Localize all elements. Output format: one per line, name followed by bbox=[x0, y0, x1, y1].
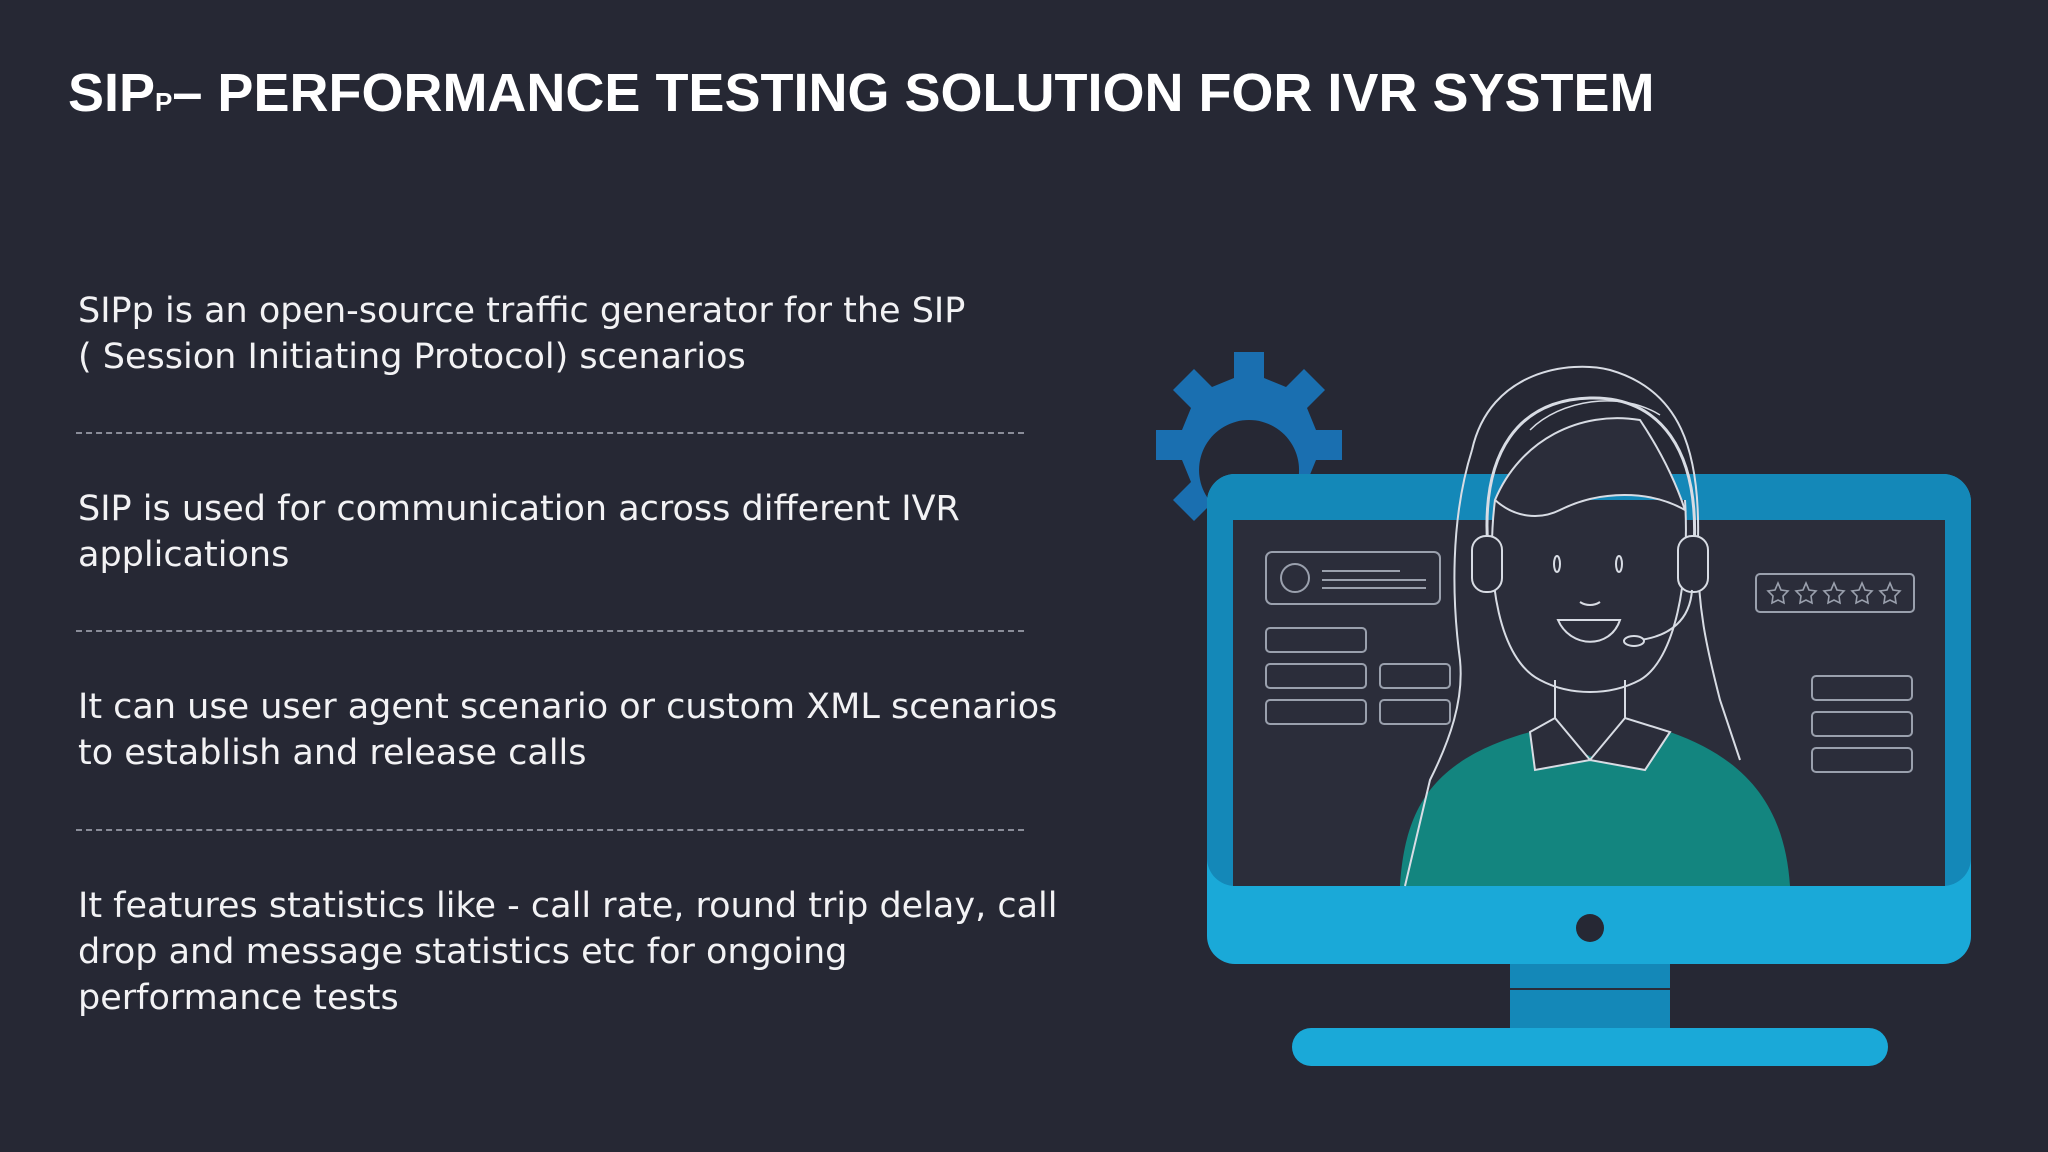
support-agent bbox=[1400, 365, 1790, 887]
divider bbox=[76, 432, 1024, 434]
screen-field bbox=[1811, 711, 1913, 737]
bullet-line: SIPp is an open-source traffic generator… bbox=[78, 291, 966, 331]
bullet-item-3: It can use user agent scenario or custom… bbox=[78, 684, 1058, 776]
title-small-p: P bbox=[155, 87, 173, 117]
screen-field bbox=[1379, 699, 1451, 725]
rating-box bbox=[1755, 573, 1915, 613]
monitor-base bbox=[1292, 1028, 1888, 1066]
monitor-neck bbox=[1510, 960, 1670, 1030]
title-rest: – PERFORMANCE TESTING SOLUTION FOR IVR S… bbox=[172, 63, 1655, 123]
screen-field bbox=[1265, 699, 1367, 725]
bullet-line: applications bbox=[78, 535, 290, 575]
bullet-line: to establish and release calls bbox=[78, 733, 587, 773]
bullet-line: It can use user agent scenario or custom… bbox=[78, 687, 1058, 727]
divider bbox=[76, 829, 1024, 831]
bullet-line: SIP is used for communication across dif… bbox=[78, 489, 960, 529]
star-icon bbox=[1850, 580, 1874, 605]
screen-field bbox=[1379, 663, 1451, 689]
screen-field bbox=[1265, 663, 1367, 689]
bullet-item-4: It features statistics like - call rate,… bbox=[78, 883, 1058, 1021]
screen-field bbox=[1811, 675, 1913, 701]
star-icon bbox=[1822, 580, 1846, 605]
rating-stars bbox=[1766, 580, 1902, 605]
title-prefix: SIP bbox=[68, 63, 156, 123]
agent-shirt bbox=[1400, 732, 1790, 886]
bullet-line: performance tests bbox=[78, 978, 399, 1018]
monitor-neck-divider bbox=[1510, 988, 1670, 990]
screen-field bbox=[1265, 627, 1367, 653]
bullet-line: ( Session Initiating Protocol) scenarios bbox=[78, 337, 746, 377]
bullet-item-2: SIP is used for communication across dif… bbox=[78, 486, 1058, 578]
support-agent-illustration bbox=[1156, 352, 1971, 1066]
star-icon bbox=[1878, 580, 1902, 605]
slide-title: SIPP– PERFORMANCE TESTING SOLUTION FOR I… bbox=[68, 62, 1655, 124]
bullet-item-1: SIPp is an open-source traffic generator… bbox=[78, 288, 1058, 380]
headset-icon bbox=[1485, 396, 1697, 551]
profile-card bbox=[1265, 551, 1441, 605]
user-avatar-icon bbox=[1280, 563, 1310, 593]
star-icon bbox=[1766, 580, 1790, 605]
divider bbox=[76, 630, 1024, 632]
screen-field bbox=[1811, 747, 1913, 773]
star-icon bbox=[1794, 580, 1818, 605]
bullet-line: drop and message statistics etc for ongo… bbox=[78, 932, 848, 972]
bullet-line: It features statistics like - call rate,… bbox=[78, 886, 1058, 926]
power-button bbox=[1576, 914, 1604, 942]
